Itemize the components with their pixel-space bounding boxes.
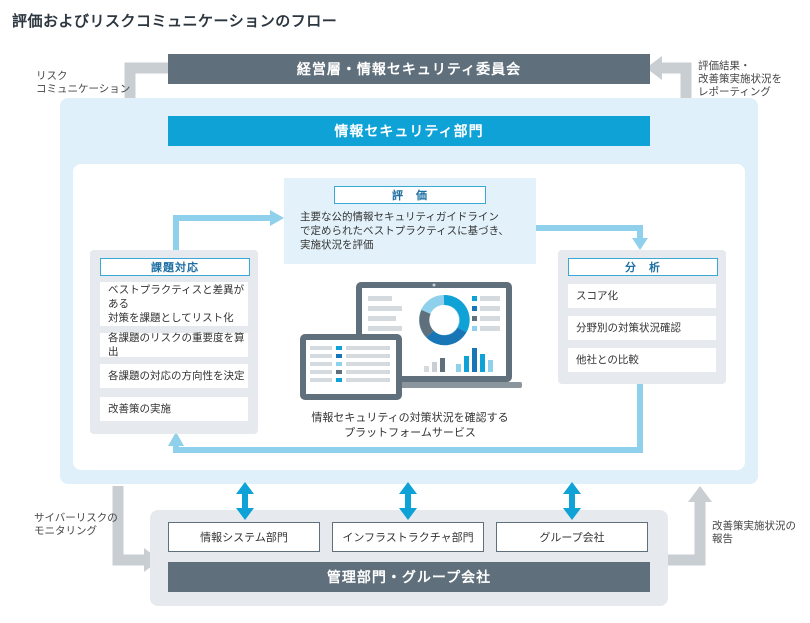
executive-committee-bar: 経営層・情報セキュリティ委員会 bbox=[168, 54, 650, 84]
evaluation-tag: 評 価 bbox=[334, 186, 486, 204]
arrow-report bbox=[668, 500, 706, 566]
issue-item-implement: 改善策の実施 bbox=[100, 397, 248, 421]
analysis-item-score: スコア化 bbox=[568, 284, 716, 308]
analysis-tag: 分 析 bbox=[568, 258, 718, 276]
platform-caption: 情報セキュリティの対策状況を確認する プラットフォームサービス bbox=[311, 411, 509, 439]
platform-illustration-icon bbox=[300, 282, 522, 400]
issue-item-severity: 各課題のリスクの重要度を算出 bbox=[100, 332, 248, 358]
issue-item-list: ベストプラクティスと差異がある 対策を課題としてリスト化 bbox=[100, 282, 248, 326]
monitoring-label: サイバーリスクの モニタリング bbox=[34, 512, 118, 537]
arrow-monitoring bbox=[112, 486, 146, 566]
dept-group-companies: グループ会社 bbox=[496, 522, 648, 552]
report-label: 改善策実施状況の 報告 bbox=[712, 520, 796, 545]
dept-infrastructure: インフラストラクチャ部門 bbox=[332, 522, 484, 552]
issues-tag: 課題対応 bbox=[100, 258, 250, 276]
issue-item-direction: 各課題の対応の方向性を決定 bbox=[100, 364, 248, 388]
risk-communication-label: リスク コミュニケーション bbox=[36, 70, 131, 95]
security-department-bar: 情報セキュリティ部門 bbox=[168, 116, 650, 146]
analysis-item-field: 分野別の対策状況確認 bbox=[568, 316, 716, 340]
dept-information-systems: 情報システム部門 bbox=[168, 522, 320, 552]
management-bar: 管理部門・グループ会社 bbox=[168, 562, 650, 592]
page-title: 評価およびリスクコミュニケーションのフロー bbox=[12, 12, 338, 30]
reporting-label: 評価結果・ 改善策実施状況を レポーティング bbox=[698, 60, 782, 98]
evaluation-description: 主要な公的情報セキュリティガイドライン で定められたベストプラクティスに基づき、… bbox=[300, 211, 509, 251]
analysis-item-compare: 他社との比較 bbox=[568, 348, 716, 372]
